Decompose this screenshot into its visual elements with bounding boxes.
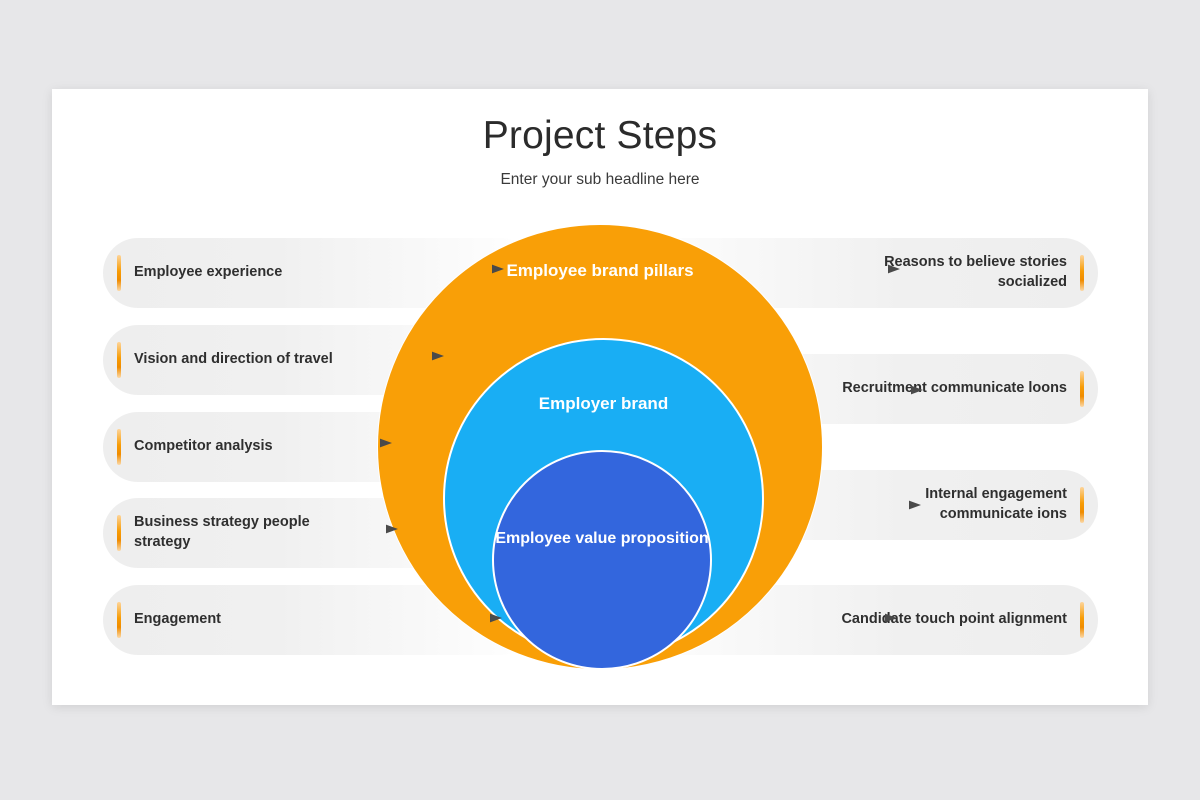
- accent-bar-icon: [117, 515, 121, 551]
- right-item-label: Candidate touch point alignment: [841, 611, 1067, 628]
- right-item-label: Recruitment communicate loons: [842, 380, 1067, 397]
- slide-canvas: Project Steps Enter your sub headline he…: [52, 89, 1148, 705]
- left-item-label: Vision and direction of travel: [134, 351, 333, 368]
- accent-bar-icon: [117, 255, 121, 291]
- page-subtitle: Enter your sub headline here: [500, 171, 700, 188]
- accent-bar-icon: [117, 429, 121, 465]
- accent-bar-icon: [1080, 602, 1084, 638]
- left-item-label: Business strategy people strategy: [134, 514, 310, 550]
- accent-bar-icon: [117, 342, 121, 378]
- circle-label: Employee brand pillars: [506, 261, 694, 280]
- accent-bar-icon: [1080, 371, 1084, 407]
- left-item-label: Engagement: [134, 611, 222, 628]
- circle-employee-value-proposition[interactable]: Employee value proposition: [492, 450, 712, 670]
- left-item-label: Competitor analysis: [134, 438, 273, 455]
- circle-label: Employer brand: [538, 394, 669, 413]
- accent-bar-icon: [1080, 255, 1084, 291]
- right-item-label: Reasons to believe stories socialized: [884, 254, 1067, 290]
- page-title: Project Steps: [482, 114, 718, 157]
- left-item-label: Employee experience: [134, 264, 283, 281]
- accent-bar-icon: [117, 602, 121, 638]
- right-item-label: Internal engagement communicate ions: [925, 486, 1067, 522]
- accent-bar-icon: [1080, 487, 1084, 523]
- circle-label: Employee value proposition: [495, 530, 709, 547]
